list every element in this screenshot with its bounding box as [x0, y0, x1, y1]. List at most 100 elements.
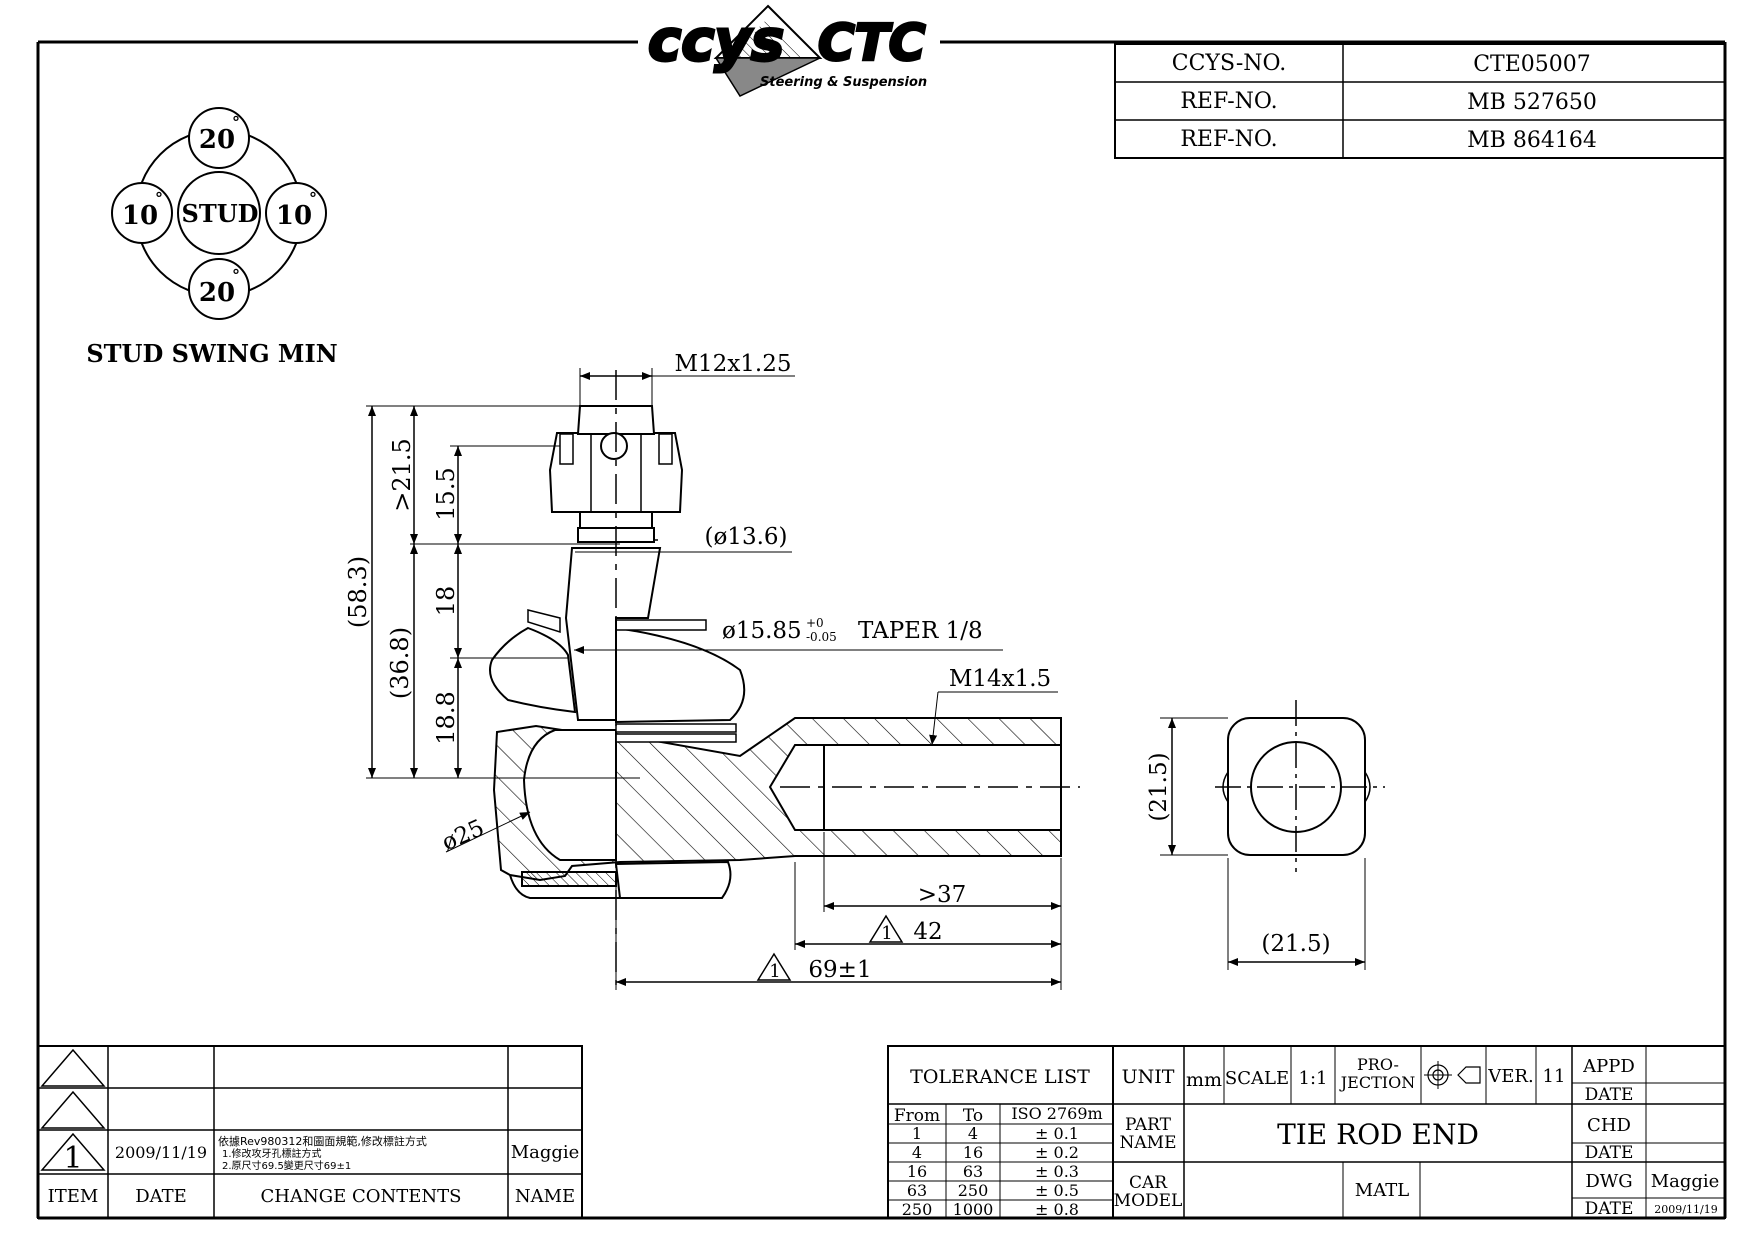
- tolerance-cell: 63: [907, 1181, 927, 1200]
- dim-lower-section: 18.8: [432, 691, 460, 744]
- dim-ball-dia: ø25: [438, 815, 488, 856]
- revision-header-contents: CHANGE CONTENTS: [261, 1186, 462, 1207]
- tolerance-cell: ± 0.3: [1035, 1162, 1079, 1181]
- tolerance-cell: 4: [912, 1143, 922, 1162]
- swing-bottom-value: 20: [199, 278, 235, 308]
- dim-overall-height: (58.3): [344, 556, 372, 628]
- checked-label: CHD: [1587, 1115, 1631, 1136]
- swing-top-deg: °: [232, 113, 240, 132]
- tolerance-cell: 16: [963, 1143, 983, 1162]
- tolerance-header-iso: ISO 2769m: [1011, 1104, 1102, 1123]
- revision-content-1: 依據Rev980312和圖面規範,修改標註方式: [218, 1134, 427, 1148]
- part-name-label-1: PART: [1125, 1115, 1172, 1135]
- dim-stud-thread: M12x1.25: [675, 351, 792, 377]
- ref-value-ccys: CTE05007: [1473, 52, 1591, 77]
- tolerance-cell: 63: [963, 1162, 983, 1181]
- tolerance-cell: ± 0.1: [1035, 1124, 1079, 1143]
- flag-42: 1: [881, 923, 892, 944]
- drawn-label: DWG: [1585, 1171, 1632, 1192]
- tolerance-cell: 1000: [953, 1200, 994, 1219]
- swing-left-value: 10: [122, 201, 158, 231]
- ref-value-2: MB 864164: [1467, 128, 1597, 153]
- drawn-date-value: 2009/11/19: [1654, 1203, 1717, 1216]
- logo-tagline: Steering & Suspension: [760, 75, 927, 90]
- tolerance-header-from: From: [894, 1106, 940, 1126]
- car-model-label-2: MODEL: [1114, 1191, 1183, 1211]
- unit-value: mm: [1186, 1069, 1222, 1091]
- material-label: MATL: [1355, 1180, 1409, 1201]
- revision-name: Maggie: [511, 1142, 580, 1163]
- tolerance-header-to: To: [963, 1106, 983, 1126]
- dim-taper-tol-lower: -0.05: [806, 630, 837, 644]
- car-model-label-1: CAR: [1129, 1173, 1168, 1193]
- tie-rod-end-front-view: [489, 370, 1080, 985]
- company-logo: ccys CTC Steering & Suspension: [647, 4, 927, 97]
- dim-stud-length: >21.5: [388, 438, 416, 512]
- swing-bottom-deg: °: [232, 266, 240, 285]
- title-block: UNIT mm SCALE 1:1 PRO- JECTION VER. 11 P…: [1112, 1045, 1726, 1219]
- tolerance-cell: ± 0.8: [1035, 1200, 1079, 1219]
- dim-body-height: (36.8): [386, 627, 414, 699]
- tolerance-cell: 250: [958, 1181, 989, 1200]
- part-name-value: TIE ROD END: [1277, 1118, 1479, 1151]
- scale-label: SCALE: [1225, 1068, 1289, 1089]
- tie-rod-end-side-view: (21.5) (21.5): [1146, 700, 1385, 970]
- revision-date: 2009/11/19: [115, 1143, 207, 1162]
- projection-label-2: JECTION: [1339, 1073, 1415, 1092]
- revision-header-item: ITEM: [48, 1186, 99, 1207]
- revision-item-number: 1: [63, 1141, 82, 1176]
- tolerance-cell: 1: [912, 1124, 922, 1143]
- checked-date-label: DATE: [1585, 1143, 1634, 1163]
- version-value: 11: [1543, 1066, 1566, 1087]
- dim-side-width: (21.5): [1261, 931, 1330, 957]
- dim-side-height: (21.5): [1146, 752, 1172, 821]
- dim-length-42: 42: [913, 919, 942, 945]
- swing-center-label: STUD: [182, 199, 259, 228]
- dim-taper-suffix: TAPER 1/8: [858, 618, 983, 644]
- dim-neck-dia: (ø13.6): [704, 524, 787, 550]
- tolerance-cell: ± 0.2: [1035, 1143, 1079, 1162]
- swing-caption: STUD SWING MIN: [86, 339, 337, 368]
- logo-brand-left: ccys: [648, 9, 784, 74]
- tolerance-cell: 4: [968, 1124, 978, 1143]
- ref-label-ccys: CCYS-NO.: [1172, 51, 1287, 76]
- dim-taper-tol-upper: +0: [806, 616, 824, 630]
- projection-symbol-icon: [1424, 1061, 1481, 1089]
- projection-label-1: PRO-: [1357, 1055, 1399, 1074]
- tolerance-cell: 16: [907, 1162, 927, 1181]
- drawn-by-value: Maggie: [1651, 1171, 1720, 1192]
- revision-block: 1 2009/11/19 依據Rev980312和圖面規範,修改標註方式 1.修…: [37, 1045, 583, 1219]
- approved-date-label: DATE: [1585, 1085, 1634, 1105]
- vertical-dimensions: (58.3) >21.5 (36.8) 15.5 18 18.8: [344, 405, 640, 779]
- swing-right-value: 10: [276, 201, 312, 231]
- swing-left-deg: °: [155, 189, 163, 208]
- swing-top-value: 20: [199, 125, 235, 155]
- swing-right-deg: °: [309, 189, 317, 208]
- tolerance-cell: 250: [902, 1200, 933, 1219]
- reference-table: CCYS-NO. CTE05007 REF-NO. MB 527650 REF-…: [1114, 43, 1726, 159]
- dim-taper-main: ø15.85: [722, 618, 802, 644]
- tolerance-cell: ± 0.5: [1035, 1181, 1079, 1200]
- stud-swing-diagram: 20 ° 20 ° 10 ° 10 ° STUD STUD SWING MIN: [86, 107, 338, 368]
- part-name-label-2: NAME: [1120, 1133, 1177, 1153]
- revision-header-date: DATE: [135, 1186, 187, 1207]
- unit-label: UNIT: [1122, 1066, 1175, 1088]
- dim-length-69: 69±1: [808, 957, 871, 983]
- revision-header-name: NAME: [515, 1186, 575, 1207]
- dim-taper-section: 18: [432, 586, 460, 617]
- approved-label: APPD: [1582, 1056, 1635, 1077]
- revision-content-2: 1.修改攻牙孔標註方式: [222, 1147, 322, 1160]
- dim-thread-depth: >37: [918, 882, 967, 908]
- scale-value: 1:1: [1299, 1068, 1328, 1089]
- dim-body-thread: M14x1.5: [949, 666, 1051, 692]
- tolerance-title: TOLERANCE LIST: [910, 1066, 1090, 1088]
- ref-label-2: REF-NO.: [1180, 127, 1277, 152]
- ref-label-1: REF-NO.: [1180, 89, 1277, 114]
- ref-value-1: MB 527650: [1467, 90, 1597, 115]
- dim-nut-height: 15.5: [432, 467, 460, 520]
- version-label: VER.: [1487, 1066, 1533, 1087]
- revision-content-3: 2.原尺寸69.5變更尺寸69±1: [222, 1159, 351, 1172]
- flag-69: 1: [769, 961, 780, 982]
